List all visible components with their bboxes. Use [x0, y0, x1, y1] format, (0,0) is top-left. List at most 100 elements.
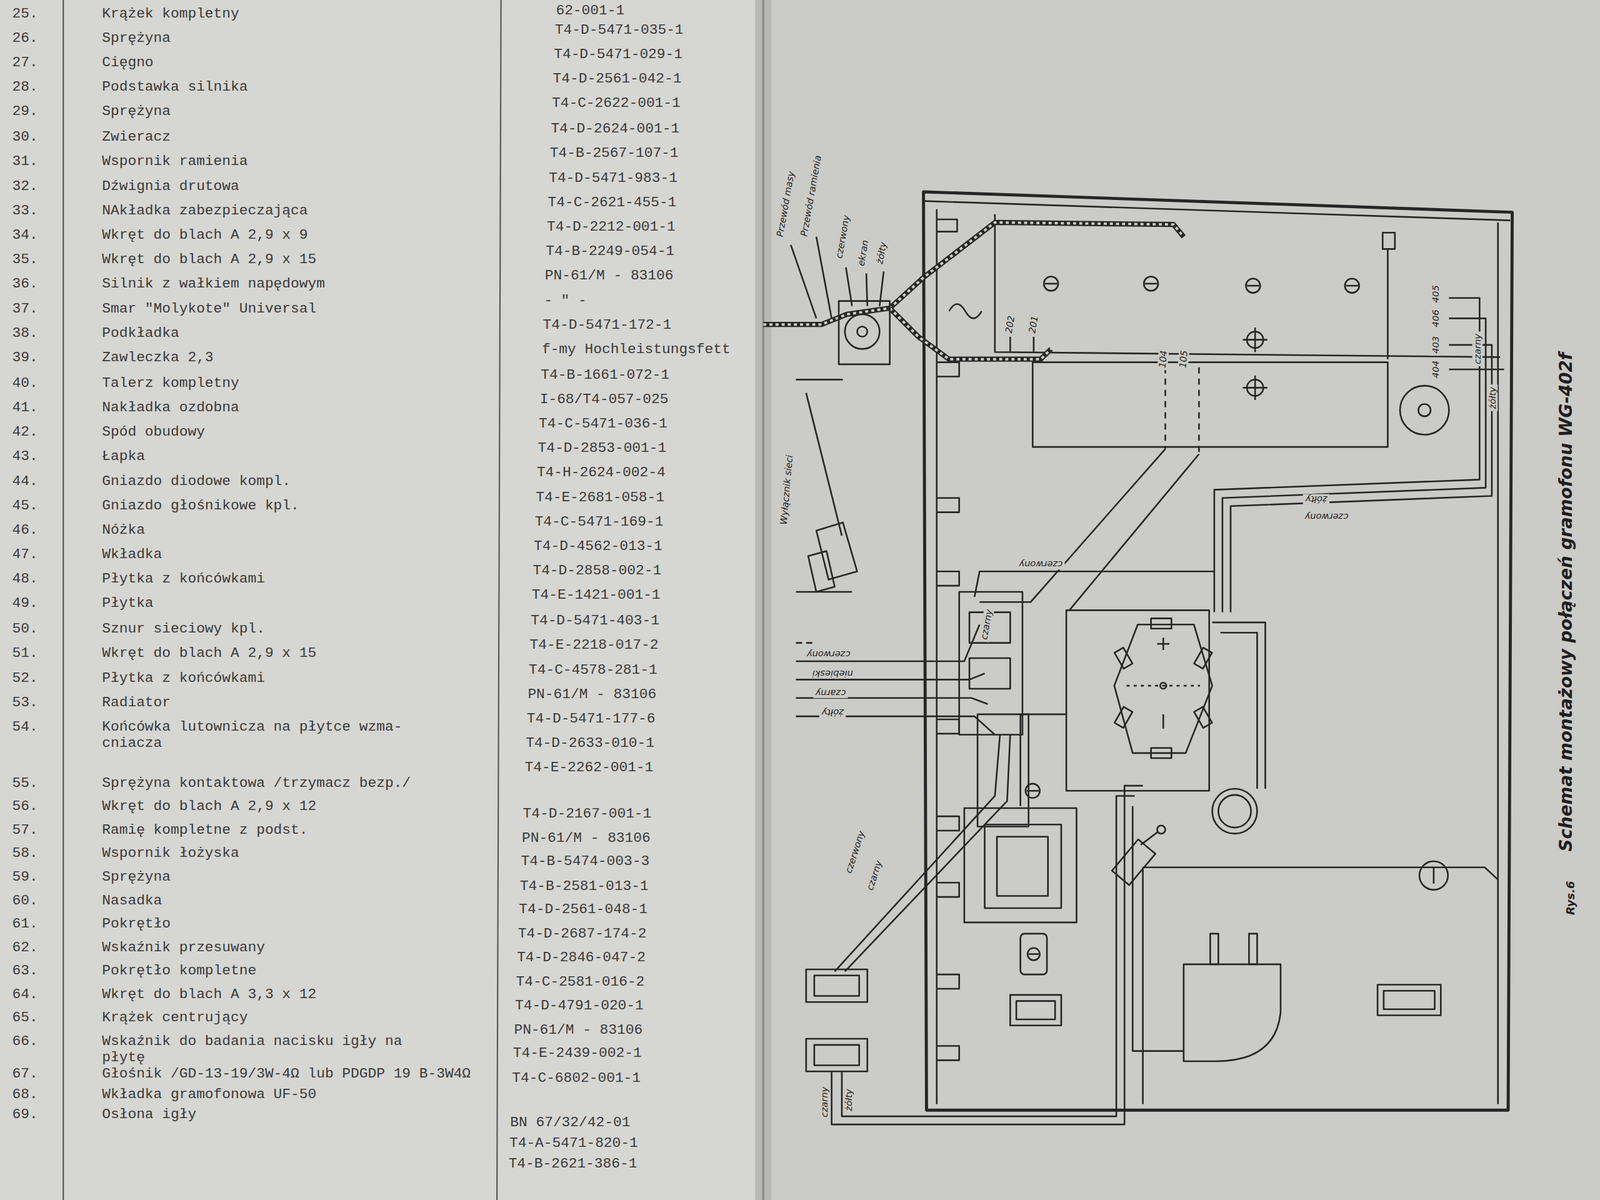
item-number: 45.: [12, 496, 39, 514]
part-name: Sznur sieciowy kpl.: [101, 620, 265, 637]
item-number: 50.: [12, 620, 39, 637]
wire-label: czerwony: [804, 648, 852, 660]
part-name: Głośnik /GD-13-19/3W-4Ω lub PDGDP 19 B-3…: [101, 1065, 471, 1082]
item-number: 43.: [12, 447, 39, 464]
wire-label: Przewód masy: [774, 168, 797, 240]
wire-label: żółty: [819, 706, 846, 718]
wire-label: czerwony: [1302, 511, 1350, 522]
part-code: T4-D-2561-042-1: [553, 70, 682, 87]
part-code: T4-B-5474-003-3: [520, 853, 650, 870]
part-code: T4-C-2581-016-2: [516, 973, 645, 990]
part-name: Krążek kompletny: [101, 5, 239, 22]
part-name: Sprężyna: [101, 29, 171, 46]
part-code: T4-D-4791-020-1: [515, 996, 644, 1014]
wire-label: żółty: [874, 239, 890, 267]
part-code: T4-D-5471-029-1: [553, 46, 683, 63]
wire-label: 105: [1177, 348, 1190, 371]
part-name: Końcówka lutownicza na płytce wzma- cnia…: [101, 718, 429, 752]
item-number: 27.: [12, 54, 39, 71]
part-code: T4-C-5471-169-1: [535, 513, 664, 530]
part-name: Nóżka: [101, 521, 145, 538]
wire-label: 404: [1430, 358, 1442, 381]
part-code: T4-D-2633-010-1: [525, 735, 655, 752]
part-name: Ramię kompletne z podst.: [101, 821, 308, 838]
part-code: T4-H-2624-002-4: [536, 464, 666, 481]
part-code: T4-D-5471-035-1: [555, 21, 684, 38]
part-code: PN-61/M - 83106: [513, 1020, 643, 1037]
wire-label: niebieski: [810, 668, 855, 679]
wire-label: ekran: [855, 237, 872, 270]
item-number: 62.: [12, 938, 39, 955]
part-code: T4-E-2218-017-2: [530, 636, 659, 653]
part-code: T4-E-2439-002-1: [513, 1045, 642, 1062]
item-number: 28.: [12, 78, 39, 95]
item-number: 67.: [12, 1065, 39, 1082]
figure-caption: Schemat montażowy połączeń gramofonu WG-…: [1556, 350, 1577, 854]
part-code: T4-D-2624-001-1: [550, 120, 680, 137]
part-name: Smar "Molykote" Universal: [101, 300, 317, 317]
item-number: 25.: [12, 5, 39, 22]
item-number: 34.: [12, 226, 39, 243]
part-name: Łapka: [101, 447, 145, 464]
part-name: Cięgno: [101, 54, 154, 71]
item-number: 35.: [12, 251, 39, 268]
part-name: Gniazdo diodowe kompl.: [101, 472, 291, 489]
part-code: T4-E-1421-001-1: [531, 586, 661, 604]
wire-label: czarny: [978, 606, 995, 642]
wire-label: 104: [1156, 348, 1170, 371]
part-code: T4-D-5471-177-6: [526, 710, 656, 727]
part-code: T4-D-5471-983-1: [548, 169, 678, 186]
wire-label: czarny: [819, 1085, 830, 1120]
wire-label: żółty: [843, 1086, 855, 1114]
item-number: 65.: [12, 1009, 39, 1026]
item-number: 61.: [12, 915, 39, 932]
part-name: Płytka z końcówkami: [101, 669, 265, 686]
item-number: 63.: [12, 962, 39, 979]
item-number: 38.: [12, 325, 39, 342]
part-name: Sprężyna kontaktowa /trzymacz bezp./: [101, 774, 411, 791]
part-name: Wkręt do blach A 2,9 x 12: [101, 798, 317, 815]
part-code: T4-B-2567-107-1: [550, 144, 679, 161]
wire-label: Wyłącznik sieci: [778, 452, 795, 527]
item-number: 41.: [12, 398, 39, 415]
item-number: 47.: [12, 546, 39, 563]
part-name: Wkręt do blach A 2,9 x 15: [101, 251, 317, 268]
item-number: 58.: [12, 845, 39, 862]
part-name: Talerz kompletny: [101, 373, 239, 390]
item-number: 40.: [12, 373, 39, 390]
part-name: Zawleczka 2,3: [101, 349, 214, 366]
part-name: Sprężyna: [101, 103, 171, 120]
item-number: 49.: [12, 595, 39, 612]
item-number: 53.: [12, 693, 39, 710]
item-number: 68.: [12, 1085, 39, 1102]
part-name: Nasadka: [101, 891, 162, 909]
part-code: T4-D-2687-174-2: [518, 925, 647, 942]
part-code: T4-C-4578-281-1: [528, 660, 658, 677]
part-name: Wkręt do blach A 2,9 x 9: [101, 226, 308, 243]
part-code: T4-D-2858-002-1: [532, 562, 662, 579]
part-name: Krążek centrujący: [101, 1009, 248, 1026]
part-name: Wkręt do blach A 3,3 x 12: [101, 985, 317, 1002]
part-name: Płytka: [101, 595, 154, 612]
item-number: 54.: [12, 718, 39, 735]
part-code: T4-C-5471-036-1: [538, 415, 668, 432]
wire-label: czerwony: [833, 212, 853, 262]
part-code: PN-61/M - 83106: [521, 829, 651, 846]
part-code: I-68/T4-057-025: [540, 390, 669, 407]
wire-label: Przewód ramienia: [798, 152, 825, 240]
item-number: 57.: [12, 821, 39, 838]
part-name: Gniazdo głośnikowe kpl.: [101, 496, 299, 514]
item-number: 59.: [12, 868, 39, 885]
item-number: 46.: [12, 521, 39, 538]
part-name: Silnik z wałkiem napędowym: [101, 275, 325, 292]
item-number: 66.: [12, 1032, 39, 1049]
part-code: T4-D-2212-001-1: [546, 218, 676, 235]
part-code: T4-D-2561-048-1: [518, 901, 648, 918]
part-code: T4-D-2167-001-1: [523, 805, 652, 822]
part-name: Zwieracz: [101, 128, 171, 145]
item-number: 31.: [12, 152, 39, 169]
part-name: Radiator: [101, 693, 171, 710]
part-code: T4-D-5471-403-1: [530, 611, 660, 629]
